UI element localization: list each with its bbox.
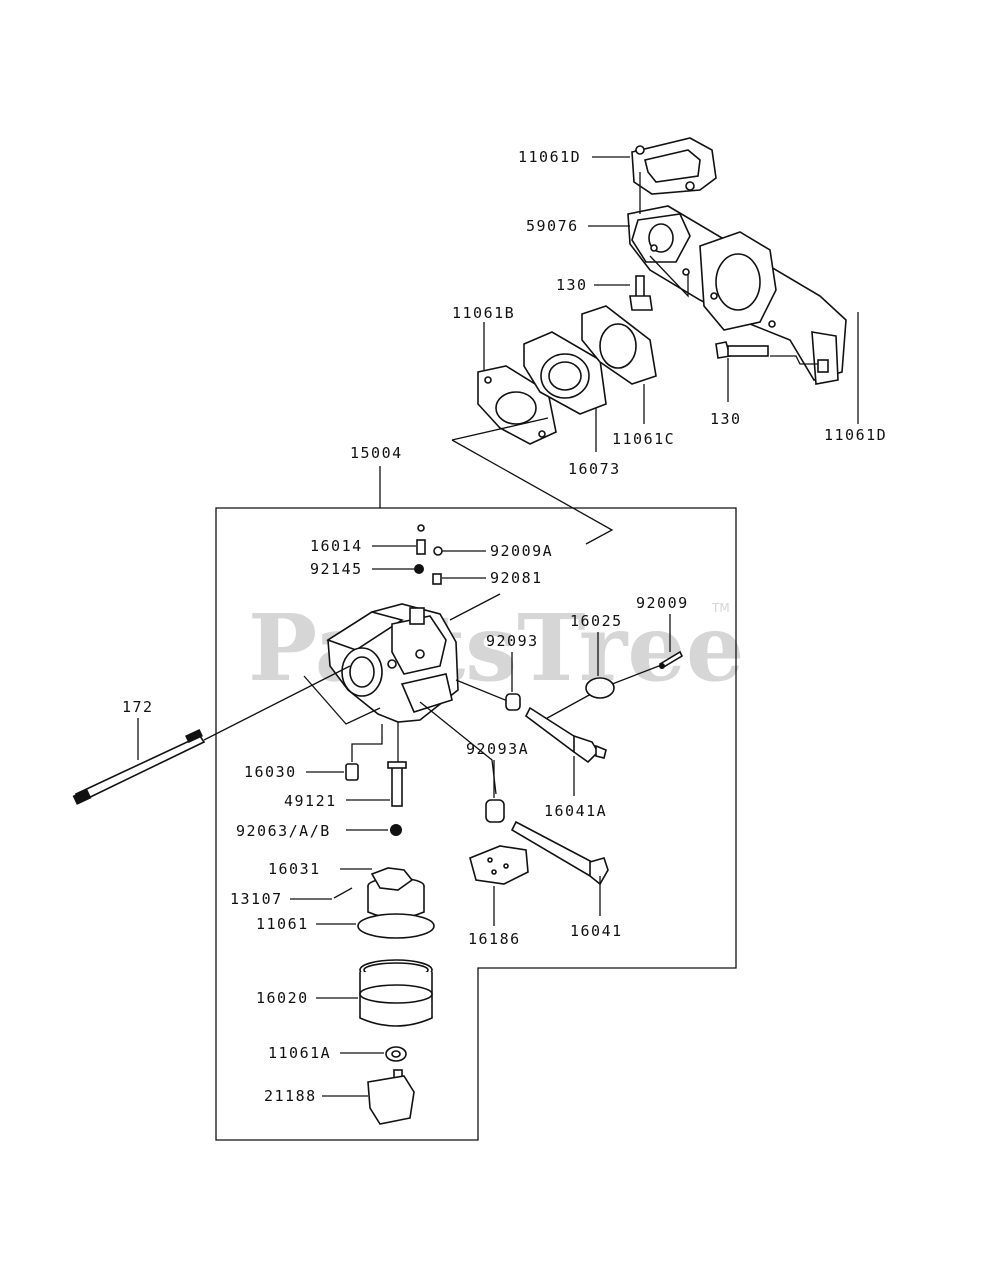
throttle-shaft-16041: [510, 820, 609, 886]
choke-shaft-16041a: [524, 706, 607, 764]
throttle-plate-16186: [469, 845, 529, 885]
label-11061a: 11061A: [268, 1044, 331, 1062]
gasket-11061: [357, 913, 435, 939]
choke-plate-16025: [585, 677, 615, 699]
needle-13107: [333, 887, 353, 899]
label-172: 172: [122, 698, 154, 716]
float-16031: [367, 867, 425, 919]
shaft-172: [72, 728, 206, 805]
jets-top: [414, 524, 443, 585]
bolt-130-a: [629, 275, 653, 311]
pin-49121: [387, 761, 407, 807]
label-16041: 16041: [570, 922, 623, 940]
leader-lines: [137, 156, 859, 1097]
label-16031: 16031: [268, 860, 321, 878]
label-21188: 21188: [264, 1087, 317, 1105]
bowl-16020: [359, 959, 433, 1027]
screw-92009: [658, 650, 684, 670]
label-92093: 92093: [486, 632, 539, 650]
bolt-130-b: [715, 341, 769, 359]
gasket-11061c: [581, 305, 657, 385]
label-15004: 15004: [350, 444, 403, 462]
label-16020: 16020: [256, 989, 309, 1007]
label-92145: 92145: [310, 560, 363, 578]
label-92063-a-b: 92063/A/B: [236, 822, 331, 840]
label-92009: 92009: [636, 594, 689, 612]
gasket-11061d-top: [631, 137, 717, 195]
washer-11061a: [385, 1046, 407, 1062]
label-16073: 16073: [568, 460, 621, 478]
nozzle-16030: [345, 763, 359, 781]
label-49121: 49121: [284, 792, 337, 810]
label-11061d-right: 11061D: [824, 426, 887, 444]
watermark-trademark: TM: [711, 601, 730, 615]
label-16025: 16025: [570, 612, 623, 630]
label-92093a: 92093A: [466, 740, 529, 758]
label-11061c: 11061C: [612, 430, 675, 448]
bushing-92093: [505, 693, 521, 711]
intake-manifold-59076: [627, 205, 847, 385]
label-130-a: 130: [556, 276, 588, 294]
label-16030: 16030: [244, 763, 297, 781]
bushing-92093a: [485, 799, 505, 823]
solenoid-21188: [367, 1069, 415, 1125]
label-130-b: 130: [710, 410, 742, 428]
label-16014: 16014: [310, 537, 363, 555]
label-92009a: 92009A: [490, 542, 553, 560]
label-59076: 59076: [526, 217, 579, 235]
label-13107: 13107: [230, 890, 283, 908]
carburetor-body: [326, 603, 459, 723]
spacer-16073: [523, 331, 607, 415]
label-11061b: 11061B: [452, 304, 515, 322]
oring-92063: [390, 824, 402, 836]
label-92081: 92081: [490, 569, 543, 587]
label-11061: 11061: [256, 915, 309, 933]
kit-15004-outline: [215, 507, 737, 1141]
label-11061d-top: 11061D: [518, 148, 581, 166]
label-16041a: 16041A: [544, 802, 607, 820]
label-16186: 16186: [468, 930, 521, 948]
